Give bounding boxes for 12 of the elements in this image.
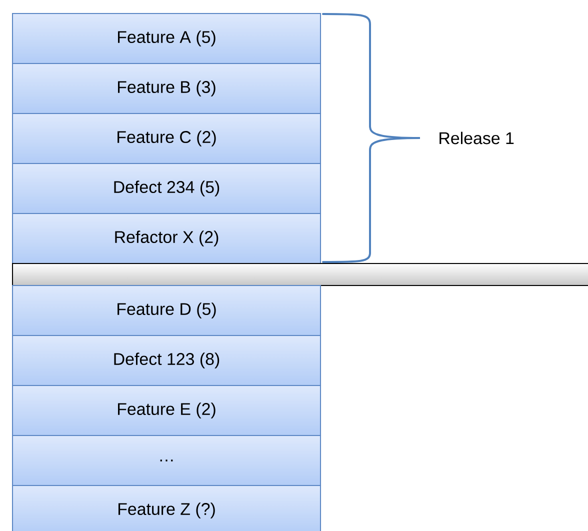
backlog-item-box: Refactor X (2)	[12, 213, 321, 264]
backlog-item-box: Feature B (3)	[12, 63, 321, 114]
backlog-item-box: Defect 234 (5)	[12, 163, 321, 214]
backlog-item-box: …	[12, 435, 321, 486]
backlog-item-box: Feature C (2)	[12, 113, 321, 164]
backlog-item-box: Feature E (2)	[12, 385, 321, 436]
separator-bar	[12, 263, 588, 286]
backlog-item-box: Feature Z (?)	[12, 485, 321, 531]
backlog-item-box: Feature D (5)	[12, 285, 321, 336]
backlog-item-box: Feature A (5)	[12, 13, 321, 64]
bracket-label: Release 1	[440, 132, 514, 144]
backlog-item-box: Defect 123 (8)	[12, 335, 321, 386]
